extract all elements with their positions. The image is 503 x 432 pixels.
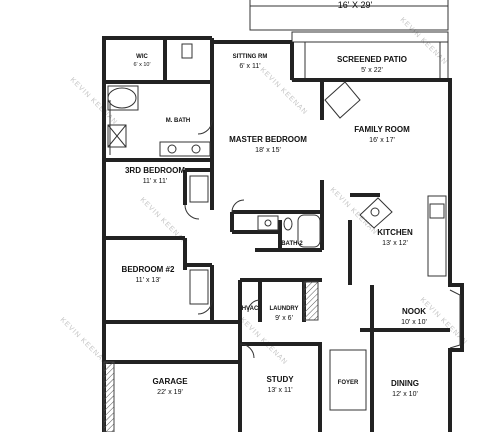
room-name-study: STUDY [266, 375, 294, 384]
bathtub-icon [107, 87, 137, 109]
shower-icon [107, 124, 127, 148]
room-dim-master-bedroom: 18' x 15' [255, 147, 281, 154]
room-name-bedroom-2: BEDROOM #2 [122, 265, 175, 274]
fixtures [103, 43, 461, 432]
room-name-bath-2: BATH-2 [281, 241, 303, 247]
room-name-kitchen: KITCHEN [377, 228, 413, 237]
toilet-icon [283, 217, 293, 231]
room-name-nook: NOOK [402, 307, 426, 316]
toilet-icon [181, 43, 193, 59]
fireplace-icon [324, 81, 361, 119]
room-name-wic: WIC [136, 54, 148, 60]
room-dim-laundry: 9' x 6' [275, 315, 293, 322]
room-dim-family-room: 16' x 17' [369, 137, 395, 144]
room-name-foyer: FOYER [338, 380, 359, 386]
room-name-master-bath: M. BATH [166, 118, 191, 124]
room-dim-screened-patio: 5' x 22' [361, 67, 383, 74]
room-dim-study: 13' x 11' [267, 387, 292, 394]
door [197, 299, 213, 315]
room-name-hvac: HVAC [242, 306, 259, 312]
closet [189, 269, 209, 305]
room-name-bedroom-3: 3RD BEDROOM [125, 166, 185, 175]
door [247, 299, 261, 313]
room-name-screened-patio: SCREENED PATIO [337, 55, 407, 64]
vanity-icon [159, 141, 211, 157]
room-dim-bedroom-3: 11' x 11' [143, 178, 168, 185]
room-dim-garage: 22' x 19' [157, 389, 183, 396]
door [239, 343, 255, 359]
room-name-family-room: FAMILY ROOM [354, 125, 410, 134]
top-deck: 16' X 29' [249, 0, 449, 31]
watermark: KEVIN KEENAN [239, 316, 289, 366]
door [231, 199, 245, 213]
room-labels: WIC 6' x 10' SITTING RM 6' x 11' SCREENE… [122, 54, 427, 398]
room-dim-nook: 10' x 10' [401, 319, 427, 326]
sink-icon [359, 197, 393, 229]
door [197, 119, 213, 135]
room-dim-sitting: 6' x 11' [239, 63, 260, 70]
vanity-icon [257, 215, 279, 231]
bathtub-icon [297, 214, 321, 248]
room-dim-dining: 12' x 10' [392, 391, 418, 398]
foyer-inset [329, 349, 367, 411]
room-dim-kitchen: 13' x 12' [382, 240, 408, 247]
room-name-dining: DINING [391, 379, 419, 388]
pantry-shelf [303, 281, 319, 321]
room-dim-bedroom-2: 11' x 13' [135, 277, 160, 284]
closet [189, 175, 209, 203]
room-name-master-bedroom: MASTER BEDROOM [229, 135, 307, 144]
room-name-laundry: LAUNDRY [269, 306, 298, 312]
room-name-sitting: SITTING RM [233, 54, 268, 60]
bay-window [449, 289, 461, 349]
watermark: KEVIN KEENAN [59, 316, 109, 366]
door [184, 204, 200, 220]
watermark: KEVIN KEENAN [259, 66, 309, 116]
room-name-garage: GARAGE [152, 377, 188, 386]
doors [184, 119, 261, 359]
garage-wall-storage [103, 361, 115, 432]
room-dim-wic: 6' x 10' [133, 62, 150, 68]
kitchen-counter [427, 195, 447, 277]
top-deck-dimension: 16' X 29' [338, 0, 373, 10]
